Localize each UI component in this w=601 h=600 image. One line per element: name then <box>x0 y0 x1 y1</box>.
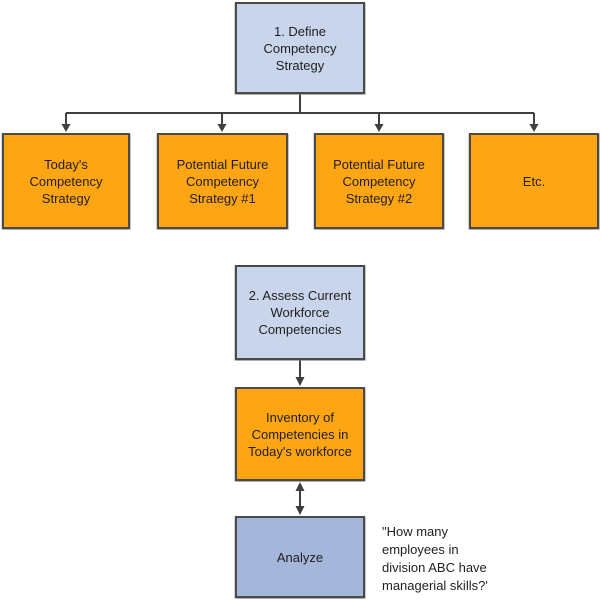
arrowhead-up-icon <box>295 482 305 491</box>
node-inventory-of-competencies: Inventory of Competencies in Today's wor… <box>235 387 365 481</box>
node-analyze: Analyze <box>235 516 365 598</box>
assess-to-inventory-arrow <box>295 360 305 386</box>
node-potential-future-strategy-1: Potential Future Competency Strategy #1 <box>157 133 288 229</box>
node-label: Today's Competency Strategy <box>29 156 103 206</box>
node-etc: Etc. <box>469 133 599 229</box>
arrowhead-down-icon <box>217 124 227 132</box>
node-label: Potential Future Competency Strategy #1 <box>176 156 269 206</box>
arrowhead-down-icon <box>374 124 384 132</box>
arrowhead-down-icon <box>295 506 305 515</box>
branch-tree-connector <box>61 94 539 132</box>
node-label: Potential Future Competency Strategy #2 <box>333 156 425 206</box>
arrowhead-down-icon <box>61 124 71 132</box>
arrowhead-down-icon <box>295 377 305 386</box>
node-label: 1. Define Competency Strategy <box>263 23 337 73</box>
node-label: 2. Assess Current Workforce Competencies <box>248 288 352 337</box>
arrowhead-down-icon <box>529 124 539 132</box>
node-potential-future-strategy-2: Potential Future Competency Strategy #2 <box>314 133 444 229</box>
node-define-competency-strategy: 1. Define Competency Strategy <box>235 2 365 94</box>
node-todays-competency-strategy: Today's Competency Strategy <box>2 133 130 229</box>
node-label: Inventory of Competencies in Today's wor… <box>248 409 352 459</box>
analyze-question-annotation: "How many employees in division ABC have… <box>382 524 488 593</box>
inventory-analyze-double-arrow <box>295 482 305 515</box>
node-label: Analyze <box>276 549 324 565</box>
node-assess-workforce-competencies: 2. Assess Current Workforce Competencies <box>235 265 365 360</box>
node-label: Etc. <box>522 173 546 189</box>
